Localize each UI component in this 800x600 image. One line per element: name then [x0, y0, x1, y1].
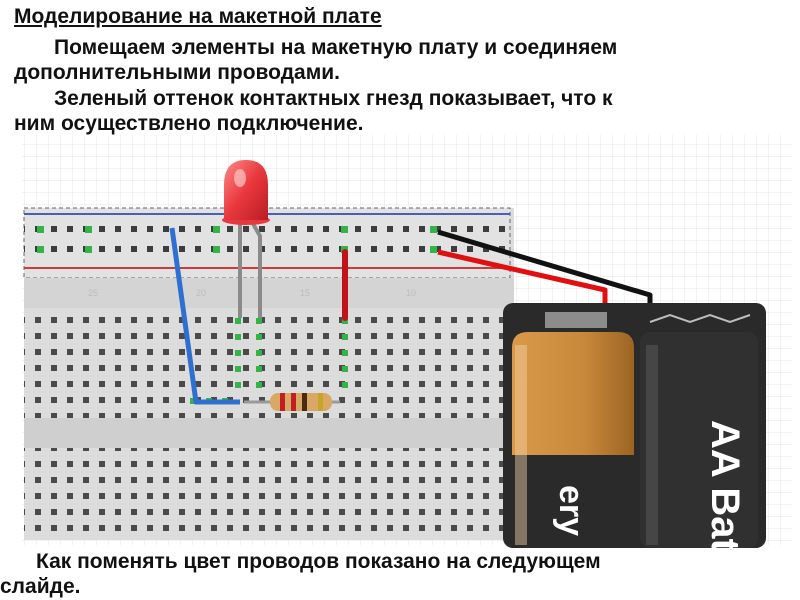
footer-line-2: слайде. — [0, 575, 81, 598]
battery-label-fragment: ery — [552, 485, 590, 536]
battery-pack: AA Bat ery — [503, 303, 766, 552]
blue-jumper-wire — [169, 227, 240, 405]
column-label: 10 — [406, 288, 416, 298]
slide-title: Моделирование на макетной плате — [14, 5, 382, 28]
led-leg — [250, 221, 262, 318]
connected-contacts — [37, 226, 437, 404]
paragraph-1-line-2: дополнительными проводами. — [14, 61, 341, 84]
paragraph-2-line-1: Зеленый оттенок контактных гнезд показыв… — [54, 87, 613, 110]
led — [222, 160, 270, 225]
column-label: 20 — [196, 288, 206, 298]
footer-line-1: Как поменять цвет проводов показано на с… — [36, 550, 601, 573]
column-label: 25 — [88, 288, 98, 298]
column-label: 15 — [300, 288, 310, 298]
battery-label-aa: AA Bat — [703, 420, 747, 552]
breadboard: 25 20 15 10 — [23, 207, 514, 540]
paragraph-1-line-1: Помещаем элементы на макетную плату и со… — [54, 36, 618, 59]
paragraph-2-line-2: ним осуществлено подключение. — [14, 112, 364, 135]
resistor — [244, 393, 340, 411]
